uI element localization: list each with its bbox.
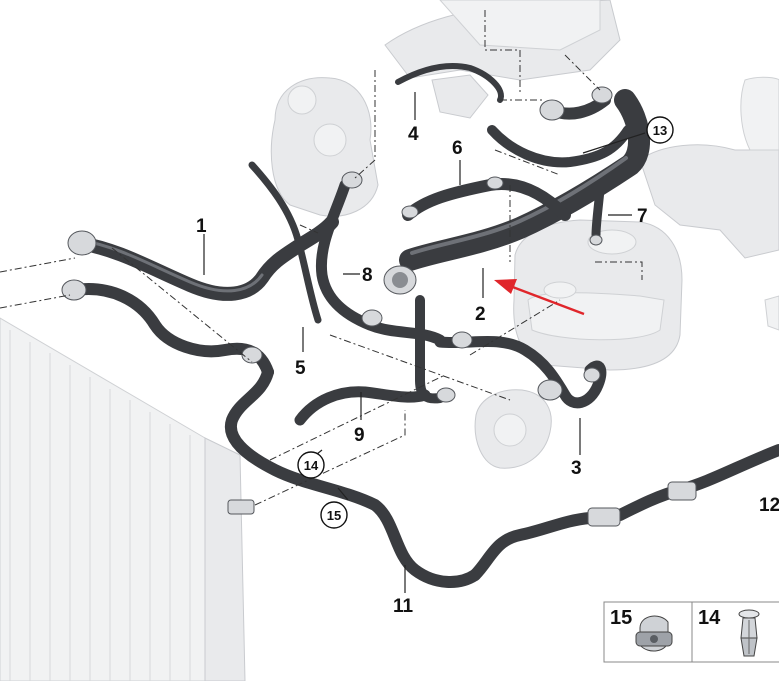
clip-icon <box>635 615 673 652</box>
hoses <box>61 62 779 588</box>
parts-legend: 15 14 <box>603 601 779 663</box>
expansion-rivet-icon <box>738 609 760 657</box>
legend-item-15: 15 <box>610 607 632 629</box>
callout-14-circle <box>297 451 325 479</box>
callouts: 1 2 3 4 5 6 7 8 9 11 12 13 14 15 <box>196 116 779 617</box>
callout-5: 5 <box>295 358 306 379</box>
callout-7: 7 <box>637 206 648 227</box>
callout-4: 4 <box>408 124 419 145</box>
water-pump-housing <box>270 77 379 217</box>
alternator-ghost <box>474 389 552 469</box>
callout-1: 1 <box>196 216 207 237</box>
callout-13-circle <box>646 116 674 144</box>
callout-8: 8 <box>362 265 373 286</box>
callout-9: 9 <box>354 425 365 446</box>
engine-intake-ghost <box>384 0 621 81</box>
callout-2: 2 <box>475 304 486 325</box>
radiator <box>0 317 255 681</box>
callout-15-circle <box>320 501 348 529</box>
red-arrow-icon <box>494 279 585 316</box>
legend-item-14: 14 <box>698 607 721 629</box>
oil-filter-housing <box>639 76 779 331</box>
callout-13: 13 <box>653 123 667 138</box>
dash-dot-leaders <box>0 10 643 506</box>
thermostat-ghost <box>431 74 489 119</box>
callout-14: 14 <box>304 458 319 473</box>
callout-3: 3 <box>571 458 582 479</box>
callout-6: 6 <box>452 138 463 159</box>
callout-12: 12 <box>759 495 779 516</box>
callout-15: 15 <box>327 508 341 523</box>
callout-11: 11 <box>393 596 414 617</box>
